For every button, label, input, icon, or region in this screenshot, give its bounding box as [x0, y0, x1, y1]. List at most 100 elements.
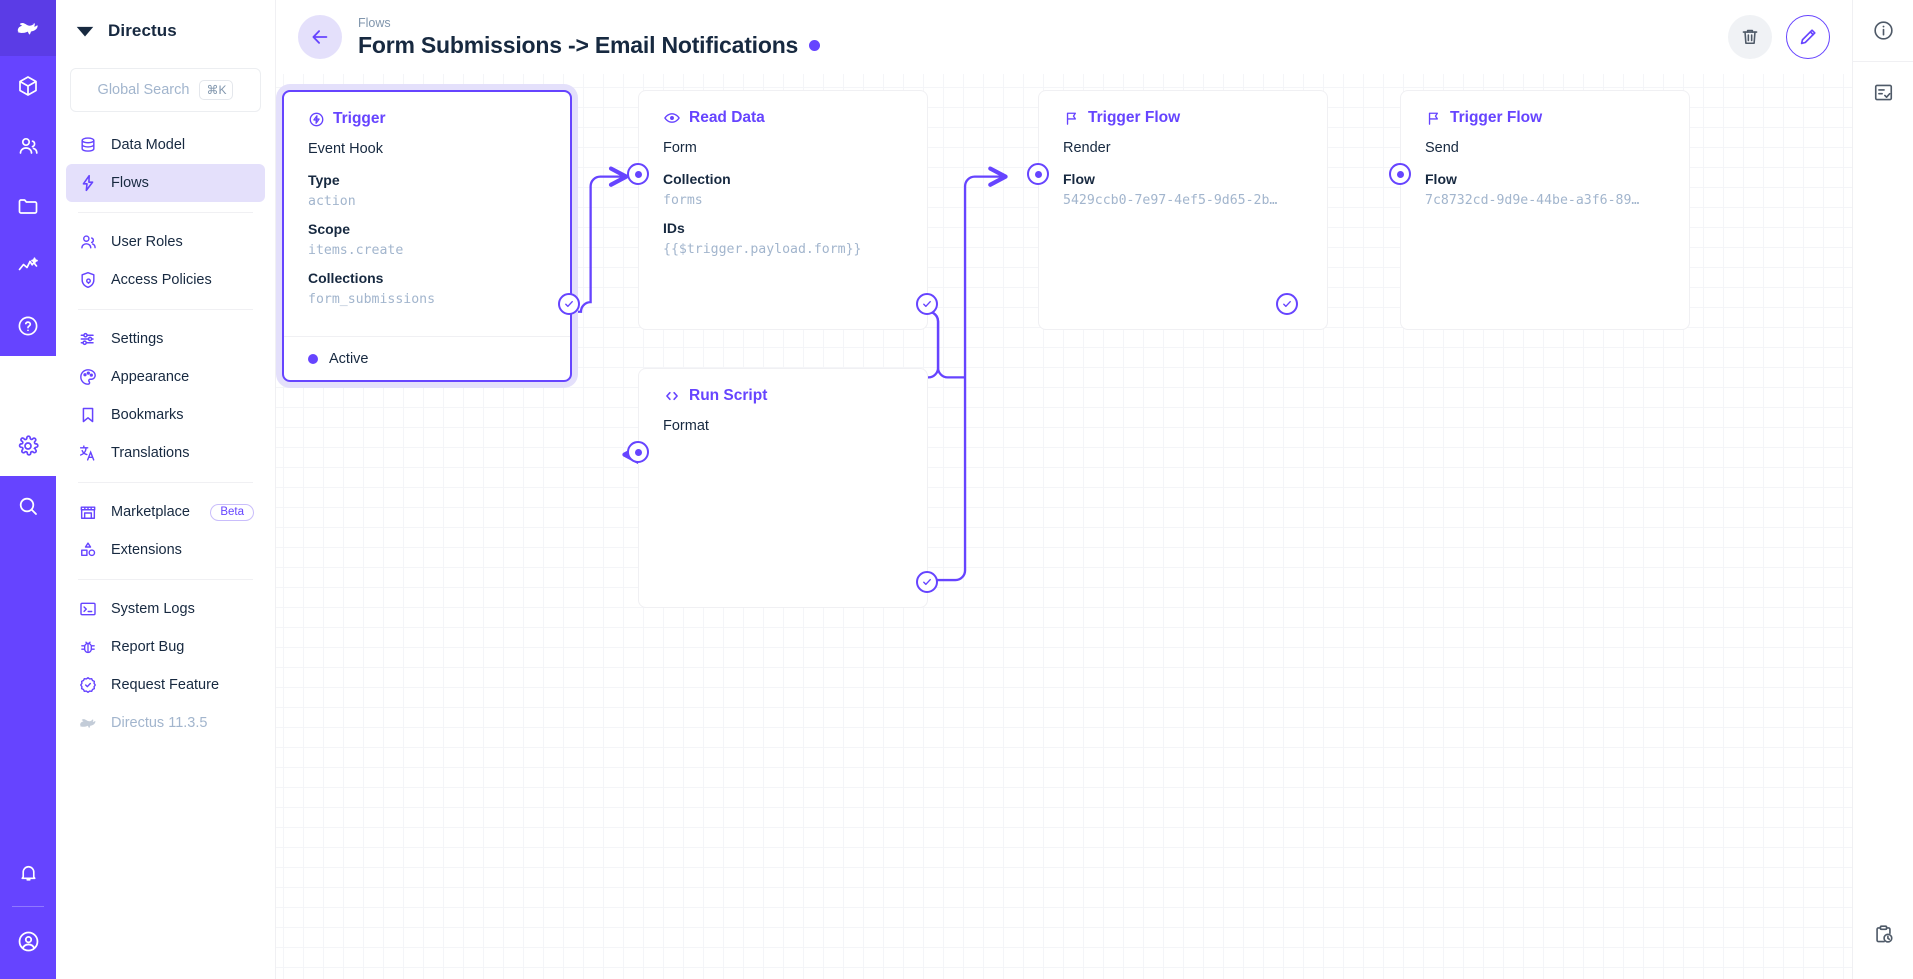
sidebar-item-system-logs[interactable]: System Logs: [66, 590, 265, 628]
rail-item-docs[interactable]: [0, 296, 56, 356]
node-field-key: Collection: [663, 171, 731, 187]
port-run-script-success[interactable]: [916, 571, 938, 593]
sidebar-item-report-bug[interactable]: Report Bug: [66, 628, 265, 666]
node-field-value: 7c8732cd-9d9e-44be-a3f6-89…: [1425, 193, 1640, 208]
port-trigger-flow-send-input[interactable]: [1389, 163, 1411, 185]
node-field-value: items.create: [308, 243, 404, 258]
bug-icon: [77, 637, 98, 658]
extensions-icon: [77, 540, 98, 561]
node-operation-name: Event Hook: [308, 141, 383, 157]
node-title: Trigger Flow: [1039, 91, 1327, 127]
flow-node-read-data[interactable]: Read Data Form Collection forms IDs {{$t…: [638, 90, 928, 330]
node-title-label: Run Script: [689, 387, 768, 404]
rail-item-files[interactable]: [0, 176, 56, 236]
list-check-icon: [1874, 84, 1892, 101]
sidebar-item-bookmarks[interactable]: Bookmarks: [66, 396, 265, 434]
sidebar-item-label: System Logs: [111, 601, 195, 617]
node-operation-name: Send: [1425, 140, 1459, 156]
flow-node-run-script[interactable]: Run Script Format: [638, 368, 928, 608]
rail-item-users[interactable]: [0, 116, 56, 176]
rail-item-account[interactable]: [0, 911, 56, 971]
account-circle-icon: [18, 931, 38, 951]
sidebar-divider: [78, 212, 253, 213]
node-operation-name: Format: [663, 418, 709, 434]
sidebar-item-flows[interactable]: Flows: [66, 164, 265, 202]
gear-icon: [18, 435, 39, 456]
settings-sidebar: Directus Global Search ⌘K Data Model Flo…: [56, 0, 276, 979]
node-field-value: forms: [663, 193, 703, 208]
node-body: Format: [639, 405, 927, 440]
search-icon: [19, 497, 37, 515]
delete-flow-button[interactable]: [1728, 15, 1772, 59]
flow-canvas[interactable]: Trigger Event Hook Type action Scope ite…: [276, 74, 1852, 979]
sidebar-item-data-model[interactable]: Data Model: [66, 126, 265, 164]
back-button[interactable]: [298, 15, 342, 59]
sidebar-item-label: Extensions: [111, 542, 182, 558]
directus-logo[interactable]: [0, 0, 56, 56]
sidebar-item-settings[interactable]: Settings: [66, 320, 265, 358]
rail-item-search[interactable]: [0, 476, 56, 536]
node-title: Run Script: [639, 369, 927, 405]
sidebar-item-access-policies[interactable]: Access Policies: [66, 261, 265, 299]
node-title-label: Read Data: [689, 109, 765, 126]
sidebar-item-label: Report Bug: [111, 639, 185, 655]
sidebar-item-label: Marketplace: [111, 504, 190, 520]
sidebar-item-extensions[interactable]: Extensions: [66, 531, 265, 569]
sidebar-item-label: Settings: [111, 331, 164, 347]
port-trigger-success[interactable]: [558, 293, 580, 315]
node-operation-name: Render: [1063, 140, 1111, 156]
sidebar-item-marketplace[interactable]: Marketplace Beta: [66, 493, 265, 531]
page-header: Flows Form Submissions -> Email Notifica…: [276, 0, 1852, 74]
node-title: Trigger Flow: [1401, 91, 1689, 127]
breadcrumb[interactable]: Flows: [358, 15, 391, 30]
question-circle-icon: [18, 316, 38, 336]
sidebar-header: Directus: [56, 0, 275, 62]
port-dot-icon: [634, 448, 642, 456]
node-field-key: Type: [308, 172, 340, 188]
flow-node-trigger-flow-render[interactable]: Trigger Flow Render Flow 5429ccb0-7e97-4…: [1038, 90, 1328, 330]
directus-logo-mark-icon: [76, 26, 94, 37]
port-read-data-success[interactable]: [916, 293, 938, 315]
sidebar-divider: [78, 309, 253, 310]
port-read-data-input[interactable]: [627, 163, 649, 185]
node-field-value: form_submissions: [308, 292, 436, 307]
header-actions: [1728, 15, 1830, 59]
code-brackets-icon: [663, 387, 681, 405]
port-trigger-flow-render-input[interactable]: [1027, 163, 1049, 185]
flow-logs-button[interactable]: [1853, 62, 1913, 123]
right-rail-divider: [1852, 61, 1913, 62]
translate-icon: [77, 443, 98, 464]
info-circle-icon: [1873, 21, 1893, 40]
rail-item-notifications[interactable]: [0, 842, 56, 902]
flow-node-trigger-flow-send[interactable]: Trigger Flow Send Flow 7c8732cd-9d9e-44b…: [1400, 90, 1690, 330]
node-field-key: Flow: [1425, 171, 1457, 187]
port-trigger-flow-render-success[interactable]: [1276, 293, 1298, 315]
rail-item-settings[interactable]: [0, 416, 56, 476]
node-body: Render Flow 5429ccb0-7e97-4ef5-9d65-2b…: [1039, 127, 1327, 211]
flow-info-button[interactable]: [1853, 0, 1913, 61]
flow-node-trigger[interactable]: Trigger Event Hook Type action Scope ite…: [282, 90, 572, 382]
flag-icon: [1063, 110, 1080, 127]
sidebar-item-label: Bookmarks: [111, 407, 184, 423]
node-body: Send Flow 7c8732cd-9d9e-44be-a3f6-89…: [1401, 127, 1689, 211]
sidebar-item-appearance[interactable]: Appearance: [66, 358, 265, 396]
global-search-input[interactable]: Global Search ⌘K: [70, 68, 261, 112]
rail-item-insights[interactable]: [0, 236, 56, 296]
activity-log-button[interactable]: [1853, 904, 1913, 965]
sidebar-item-label: Request Feature: [111, 677, 220, 693]
rail-item-content[interactable]: [0, 56, 56, 116]
node-body: Event Hook Type action Scope items.creat…: [284, 128, 570, 310]
sidebar-divider: [78, 482, 253, 483]
sidebar-item-request-feature[interactable]: Request Feature: [66, 666, 265, 704]
edit-flow-button[interactable]: [1786, 15, 1830, 59]
main-area: Flows Form Submissions -> Email Notifica…: [276, 0, 1852, 979]
sidebar-version-label: Directus 11.3.5: [111, 715, 208, 731]
module-rail: [0, 0, 56, 979]
sidebar-item-translations[interactable]: Translations: [66, 434, 265, 472]
node-body: Form Collection forms IDs {{$trigger.pay…: [639, 127, 927, 260]
port-run-script-input[interactable]: [627, 441, 649, 463]
node-title-label: Trigger Flow: [1088, 109, 1181, 126]
sidebar-item-user-roles[interactable]: User Roles: [66, 223, 265, 261]
check-badge-icon: [77, 675, 98, 696]
bell-icon: [20, 865, 36, 881]
